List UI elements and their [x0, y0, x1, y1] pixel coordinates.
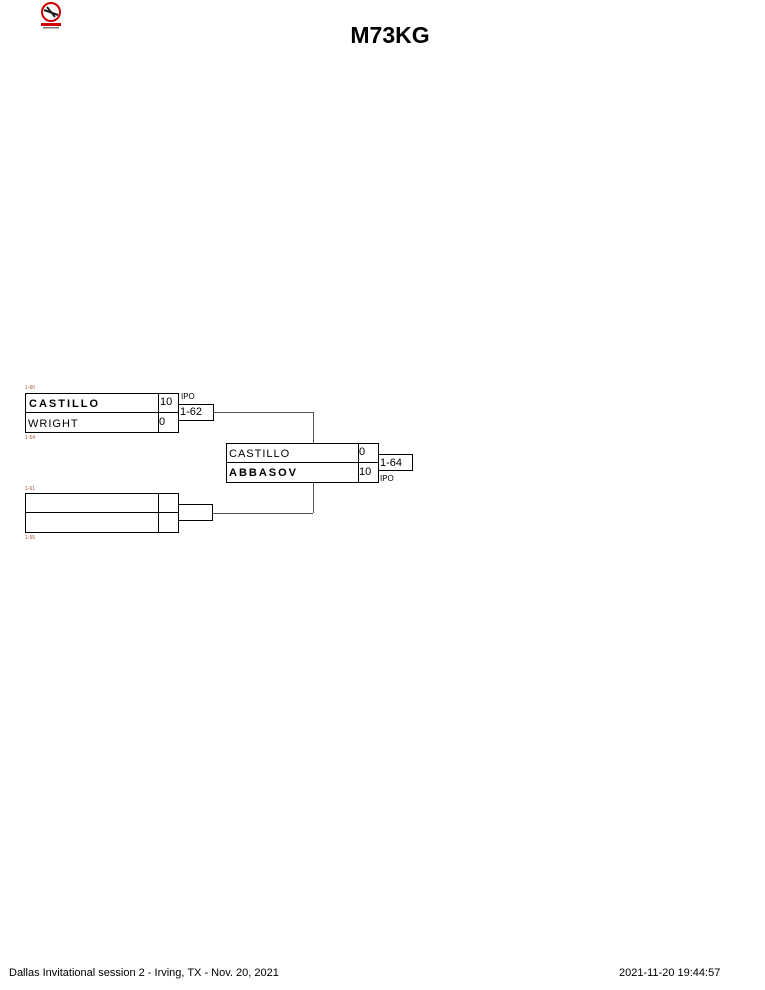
competitor-score: 10	[160, 396, 173, 408]
match-label-top: 1-60	[25, 385, 36, 391]
competitor-score: 0	[159, 416, 166, 428]
match-label-top: 1-61	[25, 486, 36, 492]
final-match-box	[226, 443, 379, 483]
page-title: M73KG	[350, 22, 430, 48]
competitor-name[interactable]: CASTILLO	[29, 398, 100, 410]
competitor-name[interactable]: CASTILLO	[229, 448, 291, 460]
match-id-box	[178, 504, 213, 521]
competitor-score: 0	[359, 446, 366, 458]
match-id-box	[378, 454, 413, 471]
result-type: IPO	[380, 474, 394, 483]
match-label-bottom: 1-55	[25, 535, 36, 541]
timestamp-footer: 2021-11-20 19:44:57	[619, 967, 721, 979]
competitor-name[interactable]: WRIGHT	[28, 418, 79, 430]
competitor-score: 10	[359, 466, 372, 478]
judo-logo	[38, 2, 64, 29]
competitor-name[interactable]: ABBASOV	[229, 467, 299, 479]
match-id: 1-62	[180, 406, 203, 418]
match-2-box	[25, 493, 179, 533]
match-id: 1-64	[380, 457, 403, 469]
match-1-box	[25, 393, 179, 433]
event-footer: Dallas Invitational session 2 - Irving, …	[9, 967, 279, 979]
match-label-bottom: 1-54	[25, 435, 36, 441]
result-type: IPO	[181, 392, 195, 401]
